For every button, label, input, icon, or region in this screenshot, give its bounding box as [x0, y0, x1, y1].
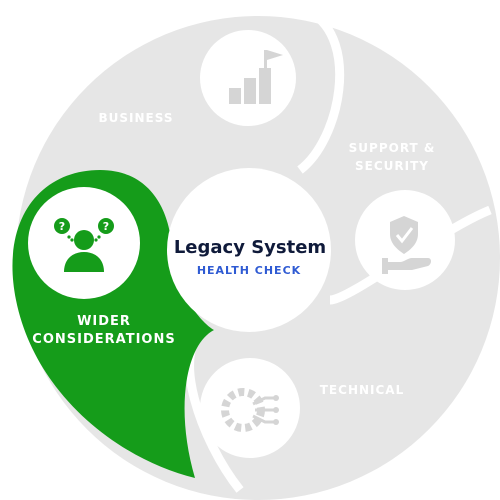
support-label-line2: SECURITY [355, 159, 429, 173]
business-segment[interactable]: BUSINESS [99, 30, 296, 126]
business-label: BUSINESS [99, 111, 174, 125]
center-title: Legacy System [174, 237, 326, 258]
wider-label-line2: CONSIDERATIONS [32, 332, 175, 347]
gear-circuit-icon [221, 388, 279, 432]
svg-text:?: ? [103, 220, 109, 233]
center-hub: Legacy System HEALTH CHECK [167, 168, 331, 332]
wider-considerations-segment[interactable]: ? ? WIDER CONSIDERATIONS [12, 170, 215, 478]
flag-bar-chart-icon [229, 50, 283, 104]
shield-hand-icon [382, 216, 431, 274]
technical-icon-circle [200, 358, 300, 458]
technical-segment[interactable]: TECHNICAL [200, 358, 404, 458]
person-questions-icon: ? ? [54, 218, 114, 272]
technical-label: TECHNICAL [320, 383, 404, 397]
support-security-segment[interactable]: SUPPORT & SECURITY [349, 141, 455, 290]
center-circle [167, 168, 331, 332]
segment-separator [297, 8, 345, 174]
center-subtitle: HEALTH CHECK [197, 264, 301, 277]
wider-label-line1: WIDER [77, 314, 131, 329]
support-label-line1: SUPPORT & [349, 141, 436, 155]
svg-text:?: ? [59, 220, 65, 233]
